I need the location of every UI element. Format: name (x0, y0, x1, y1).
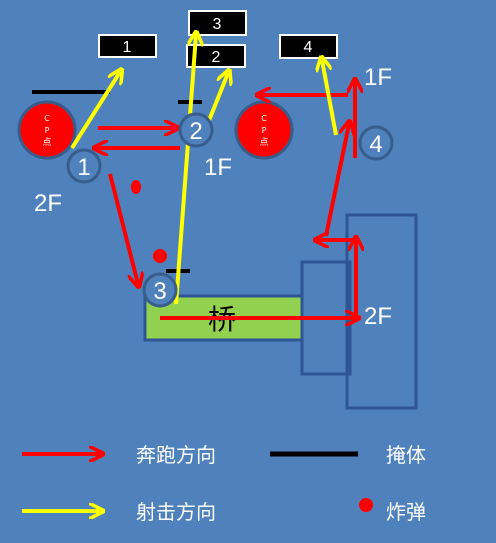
legend-cover-label: 掩体 (386, 443, 426, 467)
position-3: 3 (142, 272, 178, 308)
cp-point-left: C P 点 (17, 100, 77, 160)
run-arrow (108, 173, 138, 284)
target-2: 2 (186, 44, 246, 68)
shoot-arrow (322, 60, 338, 136)
legend: 奔跑方向 掩体 射击方向 炸弹 (22, 443, 426, 524)
target-3: 3 (188, 10, 247, 36)
target-4: 4 (279, 34, 338, 59)
cp-text: C (261, 114, 267, 123)
position-label: 2 (189, 118, 202, 145)
legend-bomb-label: 炸弹 (386, 500, 426, 524)
cp-text: P (262, 126, 267, 135)
target-label: 2 (212, 49, 221, 66)
target-label: 3 (213, 16, 222, 33)
position-label: 4 (369, 131, 382, 158)
shoot-arrow (206, 73, 228, 124)
run-arrow (324, 124, 349, 237)
legend-bomb-swatch (359, 498, 373, 512)
position-label: 1 (77, 154, 90, 181)
position-1: 1 (66, 148, 102, 184)
cp-text: C (44, 114, 50, 123)
floor-label-left-2f: 2F (34, 190, 62, 217)
floor-label-mid-1f: 1F (204, 154, 232, 181)
position-4: 4 (358, 125, 394, 161)
legend-run-label: 奔跑方向 (136, 443, 216, 467)
bomb (131, 180, 141, 194)
shoot-arrow (174, 35, 196, 305)
position-label: 3 (153, 278, 166, 305)
target-label: 4 (304, 39, 313, 56)
shoot-arrow (70, 72, 120, 150)
shoot-arrows (70, 35, 338, 305)
target-1: 1 (98, 34, 157, 58)
cp-text: 点 (42, 137, 51, 148)
bomb (153, 249, 167, 263)
target-label: 1 (123, 39, 132, 56)
legend-shoot-label: 射击方向 (136, 500, 216, 524)
floor-label-right-2f: 2F (364, 303, 392, 330)
position-2: 2 (178, 112, 214, 148)
run-arrows (97, 82, 356, 318)
cp-text: P (45, 126, 50, 135)
cp-text: 点 (259, 137, 268, 148)
cp-point-right: C P 点 (234, 100, 294, 160)
floor-label-right-1f: 1F (364, 64, 392, 91)
